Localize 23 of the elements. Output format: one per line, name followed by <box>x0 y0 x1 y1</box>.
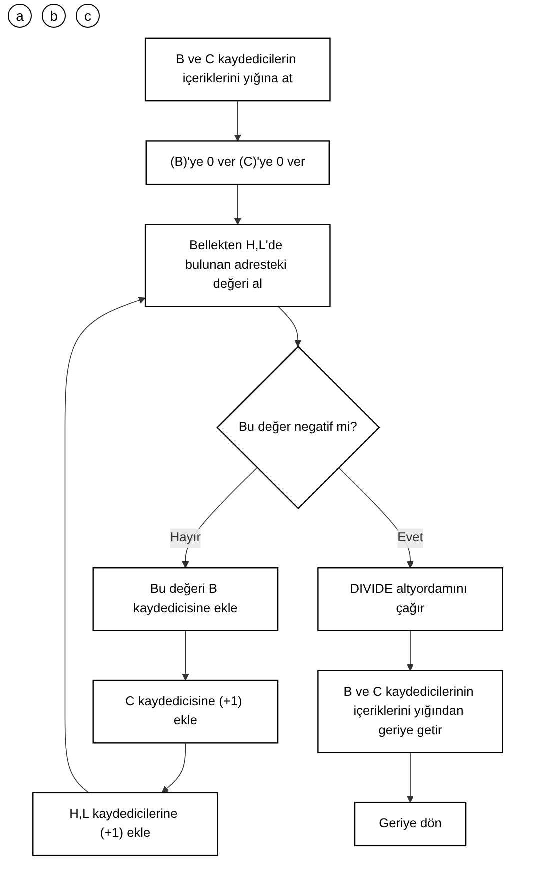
edge-label: Evet <box>398 531 424 545</box>
node-box: Bellekten H,L'de bulunan adresteki değeri al <box>144 224 331 308</box>
callout-letter: b <box>42 4 66 28</box>
arrow <box>234 100 242 142</box>
node-diamond: Bu değer negatif mi? <box>216 346 380 510</box>
node-box: B ve C kaydedicilerin içeriklerini yığına at <box>144 38 331 102</box>
node-box: DIVIDE altyordamını çağır <box>318 568 504 632</box>
arrow <box>234 184 242 226</box>
node-box: H,L kaydedicilerine (+1) ekle <box>32 792 218 856</box>
node-box: Geriye dön <box>354 802 467 847</box>
callout-letter: a <box>8 4 32 28</box>
arrow <box>64 297 146 794</box>
arrow <box>182 630 190 681</box>
node-box: Bu değeri B kaydedicisine ekle <box>92 568 279 632</box>
arrow <box>407 752 414 803</box>
arrow <box>407 630 414 672</box>
node-box: (B)'ye 0 ver (C)'ye 0 ver <box>146 140 330 186</box>
callout-letter: c <box>76 4 100 28</box>
arrow <box>162 742 186 794</box>
node-box: B ve C kaydedicilerinin içeriklerini yığından geriye getir <box>318 670 504 754</box>
node-box: C kaydedicisine (+1) ekle <box>92 680 279 744</box>
arrow <box>278 306 302 348</box>
edge-label: Hayır <box>170 531 202 545</box>
